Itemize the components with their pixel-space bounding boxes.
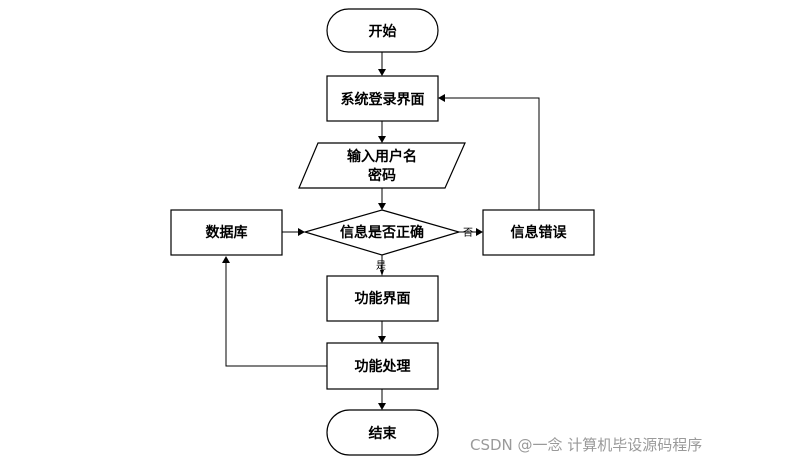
edge-label-no: 否 [463, 227, 473, 239]
login-label: 系统登录界面 [341, 91, 425, 108]
login-process-shape [326, 75, 439, 122]
node-end: 结束 [326, 409, 439, 456]
function-proc-process-shape [326, 342, 439, 390]
start-terminator-shape [326, 8, 439, 53]
function-ui-label: 功能界面 [355, 290, 411, 307]
database-process-shape [170, 209, 283, 256]
watermark-text: CSDN @一念 计算机毕设源码程序 [470, 436, 703, 454]
arrowhead-start-to-login [378, 69, 386, 76]
input-parallelogram-shape [298, 142, 466, 189]
start-label: 开始 [369, 23, 397, 40]
edges [222, 52, 540, 410]
node-database: 数据库 [170, 209, 283, 256]
node-check: 信息是否正确 [302, 209, 462, 256]
node-function-ui: 功能界面 [326, 275, 439, 322]
input-label-line2: 密码 [367, 167, 396, 184]
node-input: 输入用户名 密码 [298, 142, 466, 189]
end-terminator-shape [326, 409, 439, 456]
arrowhead-login-to-input [378, 136, 386, 143]
error-label: 信息错误 [511, 224, 568, 241]
arrowhead-check-to-function-ui [380, 270, 384, 276]
arrowhead-error-to-login [438, 94, 445, 102]
check-label: 信息是否正确 [340, 224, 424, 241]
database-label: 数据库 [206, 224, 248, 241]
edge-proc-to-database [225, 262, 327, 367]
check-decision-shape [302, 209, 462, 256]
function-proc-label: 功能处理 [355, 358, 411, 375]
error-process-shape [482, 209, 595, 256]
edge-error-to-login [444, 97, 540, 210]
edge-label-yes: 是 [376, 260, 386, 272]
arrowhead-input-to-check [378, 203, 386, 210]
node-error: 信息错误 [482, 209, 595, 256]
input-label-line1: 输入用户名 [347, 148, 417, 165]
arrowhead-proc-to-database [222, 256, 230, 263]
node-start: 开始 [326, 8, 439, 53]
node-login: 系统登录界面 [326, 75, 439, 122]
arrowhead-function-ui-to-proc [378, 336, 386, 343]
function-ui-process-shape [326, 275, 439, 322]
end-label: 结束 [369, 425, 398, 442]
arrowhead-database-to-check [298, 228, 305, 236]
node-function-proc: 功能处理 [326, 342, 439, 390]
arrowhead-proc-to-end [378, 403, 386, 410]
arrowhead-check-to-error [476, 228, 483, 236]
